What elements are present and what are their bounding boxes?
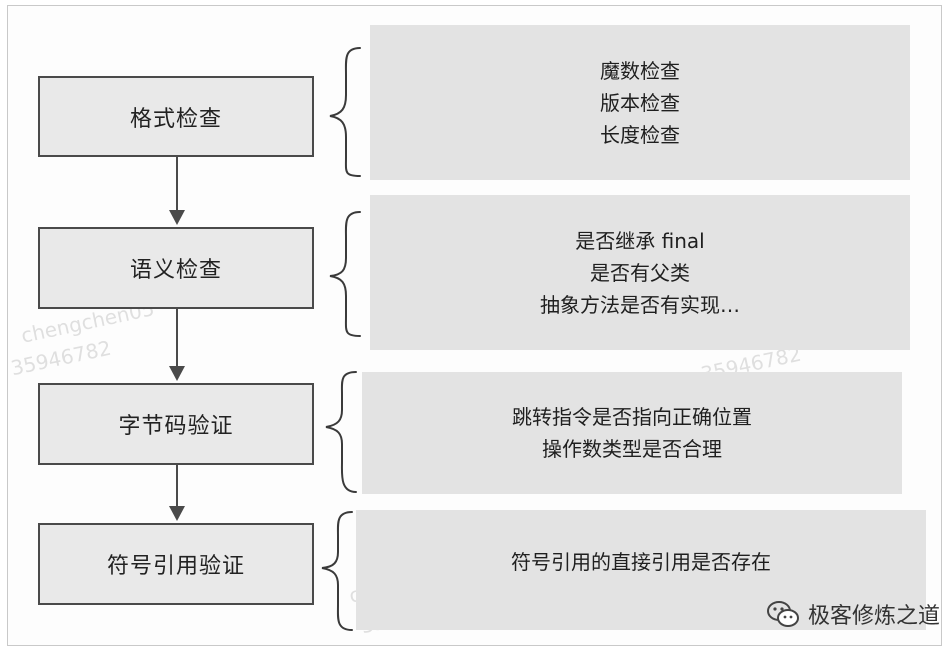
detail-panel-bytecode: 跳转指令是否指向正确位置 操作数类型是否合理 bbox=[362, 372, 902, 494]
brace-format bbox=[329, 47, 361, 177]
stage-bytecode-verify: 字节码验证 bbox=[38, 383, 314, 465]
brace-bytecode bbox=[325, 371, 357, 493]
detail-line: 魔数检查 bbox=[600, 58, 680, 83]
detail-line: 操作数类型是否合理 bbox=[542, 437, 722, 461]
detail-line: 是否有父类 bbox=[590, 260, 690, 285]
detail-line: 符号引用的直接引用是否存在 bbox=[511, 550, 771, 574]
detail-panel-symbol: 符号引用的直接引用是否存在 bbox=[356, 510, 926, 630]
wechat-icon bbox=[767, 601, 799, 627]
detail-panel-format: 魔数检查 版本检查 长度检查 bbox=[370, 25, 910, 180]
brace-symbol bbox=[321, 511, 353, 631]
detail-line: 长度检查 bbox=[600, 122, 680, 147]
brand-watermark: 极客修炼之道 bbox=[766, 596, 940, 632]
stage-label: 语义检查 bbox=[129, 258, 222, 283]
detail-line: 跳转指令是否指向正确位置 bbox=[512, 405, 752, 429]
arrow-head bbox=[169, 210, 185, 225]
stage-format-check: 格式检查 bbox=[38, 76, 314, 157]
stage-label: 字节码验证 bbox=[118, 414, 234, 439]
arrow-head bbox=[169, 506, 185, 521]
arrow-head bbox=[169, 366, 185, 381]
stage-label: 格式检查 bbox=[129, 106, 222, 132]
detail-line: 抽象方法是否有实现… bbox=[540, 292, 740, 317]
stage-label: 符号引用验证 bbox=[106, 554, 245, 579]
stage-semantic-check: 语义检查 bbox=[38, 227, 314, 309]
brand-name: 极客修炼之道 bbox=[808, 604, 941, 629]
brace-semantic bbox=[329, 211, 361, 337]
stage-symbol-ref-verify: 符号引用验证 bbox=[38, 523, 314, 605]
detail-line: 是否继承 final bbox=[575, 228, 705, 253]
detail-panel-semantic: 是否继承 final 是否有父类 抽象方法是否有实现… bbox=[370, 195, 910, 350]
detail-line: 版本检查 bbox=[600, 90, 680, 115]
